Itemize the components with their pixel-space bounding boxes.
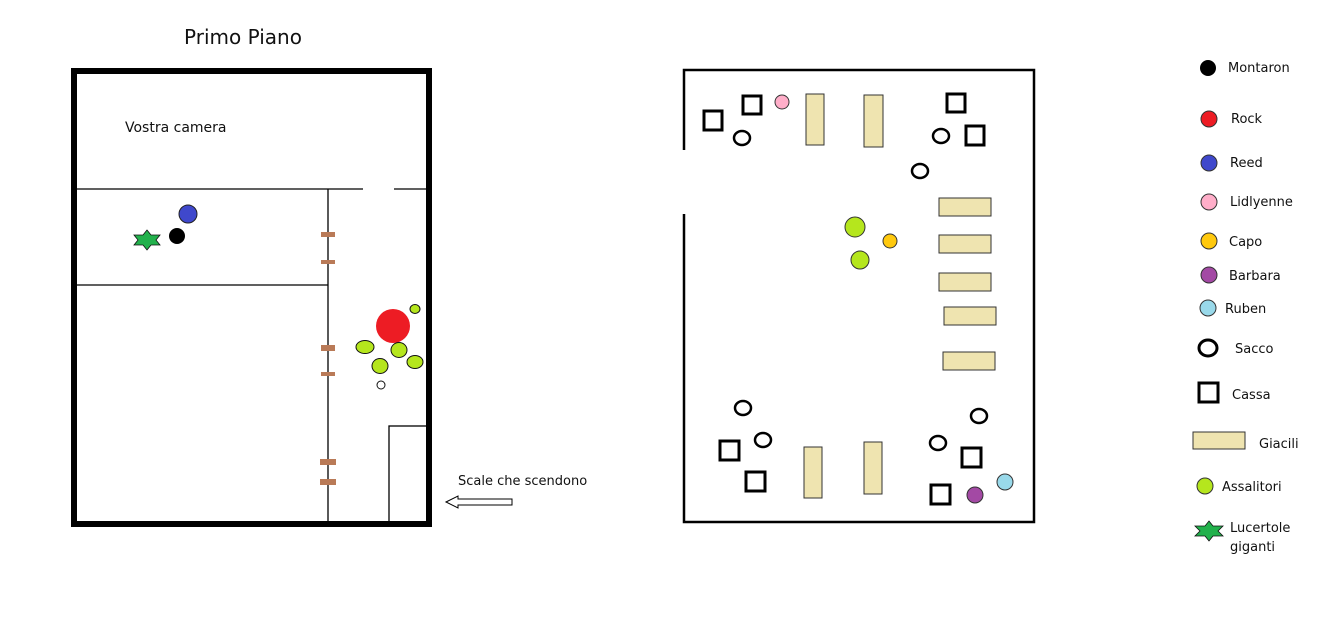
- bed: [942, 351, 996, 371]
- sack: [931, 127, 951, 145]
- crate-icon: [1197, 381, 1220, 404]
- legend-label: Barbara: [1229, 269, 1281, 284]
- door: [321, 372, 335, 376]
- reed-icon: [1200, 154, 1218, 172]
- sack-icon: [1197, 338, 1219, 358]
- legend-label: Giacili: [1259, 437, 1299, 452]
- door: [320, 479, 336, 485]
- crates: [702, 92, 986, 506]
- door: [321, 260, 335, 264]
- legend-label: Montaron: [1228, 61, 1290, 76]
- room-wall: [682, 68, 1036, 524]
- crate: [718, 439, 741, 462]
- small-marker: [376, 380, 386, 390]
- doors: [320, 232, 336, 485]
- crate: [702, 109, 724, 132]
- attackers: [355, 304, 424, 374]
- room-label: Vostra camera: [125, 120, 227, 136]
- legend-label: Ruben: [1225, 302, 1266, 317]
- legend-label: Cassa: [1232, 388, 1271, 403]
- door: [321, 345, 335, 351]
- sack: [969, 407, 989, 425]
- sack: [928, 434, 948, 452]
- beds: [803, 93, 997, 499]
- crate: [960, 446, 983, 469]
- door: [320, 459, 336, 465]
- legend-label: Reed: [1230, 156, 1263, 171]
- attacker-marker: [355, 340, 375, 354]
- giant-lizard-marker: [133, 229, 161, 251]
- sack: [733, 399, 753, 417]
- ruben-icon: [1199, 299, 1217, 317]
- attacker-marker: [371, 358, 389, 374]
- bed-icon: [1192, 431, 1246, 450]
- legend-label: Rock: [1231, 112, 1263, 127]
- legend-label: Capo: [1229, 235, 1262, 250]
- arrow-left-icon: [444, 495, 513, 509]
- sack: [732, 129, 752, 147]
- bed: [938, 272, 992, 292]
- attacker-marker: [406, 355, 424, 369]
- lidlyenne-icon: [1200, 193, 1218, 211]
- attacker-marker: [850, 250, 870, 270]
- attacker-marker: [844, 216, 866, 238]
- legend-label: Lucertole: [1230, 521, 1290, 536]
- legend: Montaron Rock Reed Lidlyenne Capo Barbar…: [1192, 60, 1299, 555]
- crate: [945, 92, 967, 114]
- crate: [929, 483, 952, 506]
- attacker-marker: [409, 304, 421, 314]
- capo-marker: [882, 233, 898, 249]
- attacker-icon: [1196, 477, 1214, 495]
- crate: [964, 124, 986, 147]
- capo-icon: [1200, 232, 1218, 250]
- barbara-icon: [1200, 266, 1218, 284]
- bed: [943, 306, 997, 326]
- bed: [805, 93, 825, 146]
- bed: [938, 234, 992, 254]
- door: [321, 232, 335, 237]
- montaron-marker: [169, 228, 185, 244]
- crate: [744, 470, 767, 493]
- ruben-marker: [996, 473, 1014, 491]
- outer-wall: [71, 68, 432, 527]
- second-map: [680, 68, 1036, 524]
- stairs: [388, 425, 429, 523]
- rock-marker: [376, 309, 410, 343]
- stairs-label: Scale che scendono: [458, 474, 587, 489]
- bed: [938, 197, 992, 217]
- legend-label: Lidlyenne: [1230, 195, 1293, 210]
- montaron-icon: [1200, 60, 1216, 76]
- lizard-icon: [1194, 520, 1224, 542]
- room-opening: [680, 150, 690, 214]
- reed-marker: [178, 204, 198, 224]
- attacker-marker: [390, 342, 408, 358]
- crate: [741, 94, 763, 116]
- lidlyenne-marker: [774, 94, 790, 110]
- barbara-marker: [966, 486, 984, 504]
- map-title: Primo Piano: [184, 25, 302, 49]
- sack: [910, 162, 930, 180]
- bed: [863, 441, 883, 495]
- first-floor-map: Vostra camera Scale che scendono: [71, 68, 587, 527]
- bed: [863, 94, 884, 148]
- bed: [803, 446, 823, 499]
- legend-label: Assalitori: [1222, 480, 1282, 495]
- legend-label: giganti: [1230, 540, 1275, 555]
- sacks: [732, 127, 989, 452]
- rock-icon: [1200, 110, 1218, 128]
- legend-label: Sacco: [1235, 342, 1274, 357]
- sack: [753, 431, 773, 449]
